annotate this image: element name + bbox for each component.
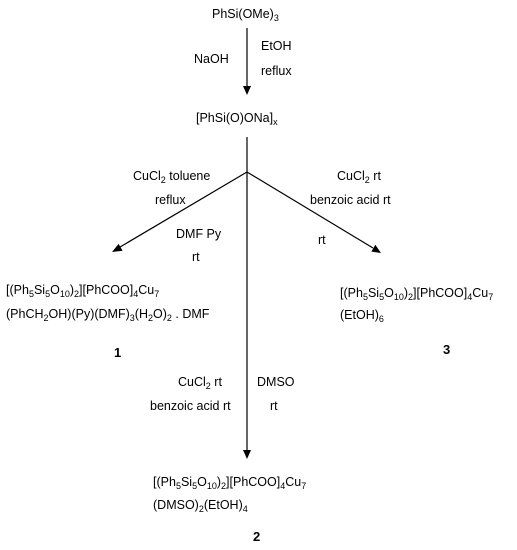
right-branch-condition: benzoic acid rt [310,192,391,208]
step1-right-condition: reflux [261,63,292,79]
product3-number-text: 3 [443,342,451,357]
start-reagent-formula: PhSi(OMe)3 [212,6,279,23]
product3-line2: (EtOH)6 [340,307,384,324]
left-branch-extra-condition: rt [192,249,200,265]
left-branch-extra-reagent: DMF Py [176,226,221,242]
middle-branch-arrow-head [243,450,251,459]
product3-line2-text: (EtOH)6 [340,308,384,324]
step1-arrow-head [243,86,251,95]
step1-left-reagent: NaOH [194,51,229,67]
left-branch-condition-text: reflux [155,193,186,207]
intermediate-text: [PhSi(O)ONa]x [196,111,278,127]
product3-number: 3 [443,342,450,358]
product2-line1-text: [(Ph5Si5O10)2][PhCOO]4Cu7 [153,475,307,491]
right-branch-reagent-text: CuCl2 rt [337,169,381,185]
middle-branch-left-condition-text: benzoic acid rt [150,399,231,413]
right-branch-extra-condition: rt [318,232,326,248]
start-reagent-text: PhSi(OMe)3 [212,7,279,23]
product1-line1: [(Ph5Si5O10)2][PhCOO]4Cu7 [6,282,160,299]
step1-right-reagent-text: EtOH [261,39,292,53]
left-branch-reagent: CuCl2 toluene [133,168,211,185]
product2-line2: (DMSO)2(EtOH)4 [153,497,248,514]
left-branch-reagent-text: CuCl2 toluene [133,169,211,185]
left-branch-condition: reflux [155,192,186,208]
left-branch-arrow-head [112,243,123,252]
product1-line2-text: (PhCH2OH)(Py)(DMF)3(H2O)2 . DMF [6,307,210,323]
product1-number: 1 [114,345,121,361]
right-branch-condition-text: benzoic acid rt [310,193,391,207]
middle-branch-right-condition-text: rt [270,399,278,413]
middle-branch-left-reagent: CuCl2 rt [178,374,222,391]
step1-left-reagent-text: NaOH [194,52,229,66]
middle-branch-left-condition: benzoic acid rt [150,398,231,414]
left-branch-extra-condition-text: rt [192,250,200,264]
right-branch-reagent: CuCl2 rt [337,168,381,185]
product2-line2-text: (DMSO)2(EtOH)4 [153,498,248,514]
product2-number: 2 [253,529,260,545]
middle-branch-right-reagent: DMSO [257,374,295,390]
product3-line1-text: [(Ph5Si5O10)2][PhCOO]4Cu7 [340,286,494,302]
product1-line2: (PhCH2OH)(Py)(DMF)3(H2O)2 . DMF [6,306,210,323]
product2-number-text: 2 [253,529,261,544]
middle-branch-left-reagent-text: CuCl2 rt [178,375,222,391]
product2-line1: [(Ph5Si5O10)2][PhCOO]4Cu7 [153,474,307,491]
intermediate-formula: [PhSi(O)ONa]x [196,110,278,127]
right-branch-arrow-shaft [246,171,374,249]
right-branch-extra-condition-text: rt [318,233,326,247]
product1-number-text: 1 [114,345,122,360]
product3-line1: [(Ph5Si5O10)2][PhCOO]4Cu7 [340,285,494,302]
step1-right-reagent: EtOH [261,38,292,54]
middle-branch-right-condition: rt [270,398,278,414]
left-branch-extra-reagent-text: DMF Py [176,227,222,241]
left-branch-arrow-shaft [119,171,248,248]
right-branch-arrow-head [371,244,381,253]
step1-right-condition-text: reflux [261,64,292,78]
product1-line1-text: [(Ph5Si5O10)2][PhCOO]4Cu7 [6,283,160,299]
middle-branch-right-reagent-text: DMSO [257,375,295,389]
